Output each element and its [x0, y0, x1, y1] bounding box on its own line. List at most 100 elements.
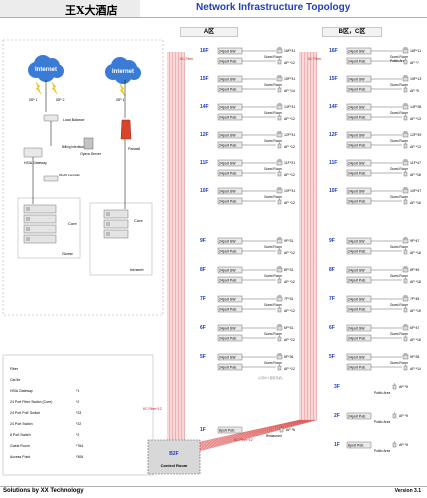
poe-switch-label: 24port PoE: [348, 308, 366, 312]
legend-item-count: *23: [76, 411, 81, 415]
switch-label: 24port SW: [219, 327, 236, 331]
rack-unit: [103, 219, 129, 229]
handset-icon: [403, 266, 408, 269]
ap-count: AP *13: [410, 117, 421, 121]
core-label-left: Core: [68, 221, 77, 226]
poe-switch-label: 24port PoE: [348, 200, 366, 204]
access-point-icon: [403, 59, 408, 65]
core-switch-rack-right: [103, 209, 129, 239]
floor-number: 15F: [329, 76, 338, 82]
floor-number: 5F: [329, 354, 335, 360]
guest-core-frame: [17, 197, 81, 259]
floor-number: 7F: [329, 296, 335, 302]
phone-count: 15F*31: [284, 77, 295, 81]
floor-number: 14F: [329, 104, 338, 110]
poe-switch-label: 24port PoE: [219, 366, 237, 370]
phone-count: 5F*35: [410, 355, 419, 359]
access-point-device: [403, 248, 408, 255]
fiber-line: [199, 419, 313, 449]
floor-number: 10F: [329, 188, 338, 194]
room-label: Guest Room: [264, 111, 282, 115]
fiber-line: [199, 419, 308, 447]
room-label: Public Area: [374, 391, 390, 395]
room-label: Guest Room: [264, 245, 282, 249]
floor-number: 2F: [334, 413, 340, 419]
rack-led: [26, 217, 30, 221]
phone-device: [402, 237, 409, 244]
poe-switch-label: 24port PoE: [219, 250, 237, 254]
fiber-line: [199, 419, 302, 443]
handset-icon: [403, 187, 408, 190]
poe-switch-label: 24port PoE: [348, 337, 366, 341]
load-balancer: [43, 114, 59, 122]
handset-icon: [403, 324, 408, 327]
hsia-gateway: [23, 147, 43, 158]
access-point-icon: [403, 278, 408, 284]
lightning-icon: [119, 83, 126, 97]
rack-led: [106, 222, 110, 226]
isp-2-label: ISP 2: [56, 98, 65, 102]
isp-1-label: ISP 1: [29, 98, 38, 102]
phone-count: 9F*31: [284, 239, 293, 243]
header-divider: [0, 17, 427, 18]
poe-switch-label: 24port PoE: [219, 88, 237, 92]
firewall-label: Firewall: [128, 147, 140, 151]
floor-number: 5F: [200, 354, 206, 360]
floor-number: 8F: [200, 267, 206, 273]
access-point-icon: [277, 307, 282, 313]
b2f-fiber-bottom: 6C Fiber*12: [234, 438, 253, 442]
access-point-icon: [279, 427, 284, 433]
phone-device: [402, 324, 409, 331]
room-label: Guest Room: [390, 195, 408, 199]
legend-item-label: Fiber: [10, 367, 19, 371]
opera-server-icon: [83, 137, 94, 150]
access-point-device: [392, 441, 397, 448]
switch-label: 24port SW: [219, 134, 236, 138]
legend-item-label: HSIA Gateway: [10, 389, 33, 393]
phone-icon: [402, 76, 409, 82]
ap-count: AP *14: [410, 367, 421, 371]
floor-number: 6F: [200, 325, 206, 331]
poe-switch-label: 24port PoE: [348, 88, 366, 92]
phone-count: 6F*47: [410, 326, 419, 330]
floor-number: 12F: [329, 132, 338, 138]
handset-icon: [403, 47, 408, 50]
billing-interface-label: Billing Interface: [62, 145, 84, 149]
legend-item-label: 24 Port PoE Switch: [10, 411, 40, 415]
control-room-label: Control Room: [161, 463, 188, 468]
poe-switch-label: 24port PoE: [219, 144, 237, 148]
ap-count: AP *12: [284, 145, 295, 149]
access-point-device: [277, 86, 282, 93]
lightning-icon: [35, 81, 42, 95]
fiber-line: [199, 419, 307, 446]
room-label: Guest Room: [264, 303, 282, 307]
room-label: Restaurant: [266, 434, 282, 438]
room-label: Guest Room: [390, 55, 408, 59]
poe-switch-label: 24port PoE: [348, 250, 366, 254]
room-label: Guest Room: [390, 332, 408, 336]
phone-icon: [402, 132, 409, 138]
rack-led: [106, 212, 110, 216]
access-point-icon: [403, 199, 408, 205]
handset-icon: [403, 295, 408, 298]
header-left-bar: [0, 0, 140, 17]
access-point-device: [403, 114, 408, 121]
access-point-icon: [392, 442, 397, 448]
intranet-label: Intranet: [130, 267, 144, 272]
phone-icon: [276, 132, 283, 138]
handset-icon: [403, 75, 408, 78]
wlan-controller-label: WLAN Controller: [59, 173, 80, 177]
access-point-icon: [277, 336, 282, 342]
legend-item-label: Guest Room: [10, 444, 30, 448]
phone-device: [276, 159, 283, 166]
phone-count: 6F*31: [284, 326, 293, 330]
phone-icon: [276, 188, 283, 194]
switch-label: 24port SW: [219, 106, 236, 110]
internet-cloud-2: Internet: [105, 57, 141, 84]
